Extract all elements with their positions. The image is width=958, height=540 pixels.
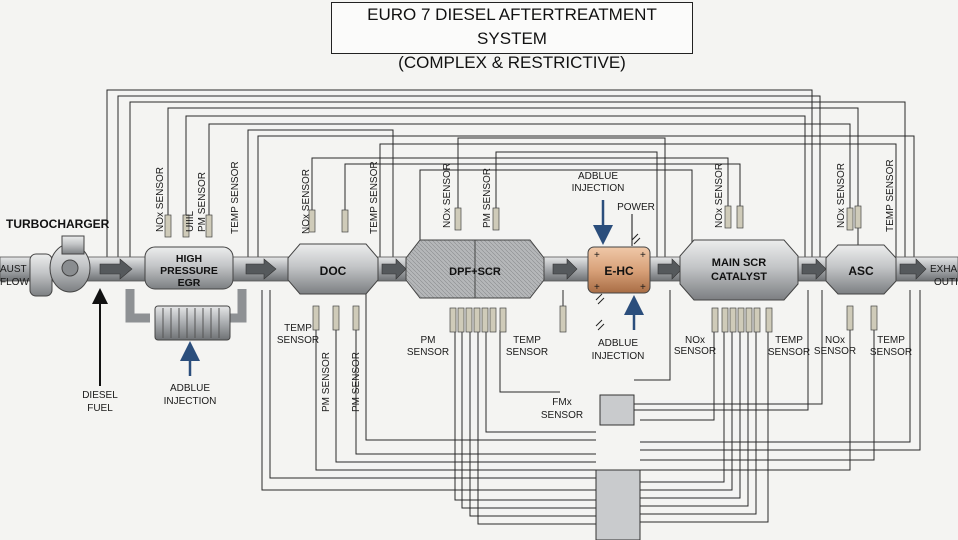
main-scr-unit [679, 239, 799, 301]
dpf-pm-label-2: SENSOR [407, 347, 449, 358]
scr-label-2: CATALYST [711, 271, 767, 283]
inlet-label-2: FLOW [0, 277, 29, 288]
adblue-egr-label-1: ADBLUE [170, 383, 210, 394]
adblue-egr-label-2: INJECTION [164, 396, 217, 407]
asc-temp-label-2: SENSOR [870, 347, 912, 358]
dpf-pm-label: PM SENSOR [482, 168, 493, 228]
diesel-label-2: FUEL [87, 403, 113, 414]
title-line-2: (COMPLEX & RESTRICTIVE) [398, 53, 626, 72]
scr-temp-label-2: SENSOR [768, 347, 810, 358]
egr-label-1: HIGH [176, 253, 202, 265]
ehc-label: E-HC [604, 264, 634, 278]
doc-pm-label-2: PM SENSOR [351, 352, 362, 412]
egr-u-label: UIIIL [185, 210, 196, 232]
asc-label: ASC [848, 264, 874, 278]
inlet-label-1: AUST [0, 264, 27, 275]
doc-temp-label: TEMP SENSOR [369, 161, 380, 234]
egr-unit [125, 246, 247, 341]
dpf-label: DPF+SCR [449, 266, 501, 278]
fmx-label-2: SENSOR [541, 410, 583, 421]
asc-nox-label: NOx SENSOR [836, 163, 847, 228]
outlet-label-1: EXHA [930, 264, 958, 275]
adblue-bottom-label-2: INJECTION [592, 351, 645, 362]
doc-pm-label-1: PM SENSOR [321, 352, 332, 412]
turbocharger-label: TURBOCHARGER [6, 217, 110, 231]
asc-unit [825, 244, 897, 295]
wiring-bottom [261, 290, 921, 525]
wire-ticks [595, 233, 641, 331]
asc-nox-label-2: SENSOR [814, 346, 856, 357]
egr-label-2: PRESSURE [160, 265, 218, 277]
scr-nox-label-1: NOx [685, 335, 705, 346]
ehc-unit: + + + + [587, 246, 651, 294]
doc-unit [287, 243, 379, 295]
asc-temp-label: TEMP SENSOR [885, 159, 896, 232]
svg-text:+: + [640, 250, 646, 261]
scr-label-1: MAIN SCR [712, 257, 766, 269]
dpf-temp-label-1: TEMP [513, 335, 541, 346]
wiring-top [106, 89, 915, 268]
dpf-nox-label: NOx SENSOR [442, 163, 453, 228]
doc-temp-label-2: SENSOR [277, 335, 319, 346]
egr-nox-label: NOx SENSOR [155, 167, 166, 232]
title-box: EURO 7 DIESEL AFTERTREATMENT SYSTEM (COM… [331, 2, 693, 72]
flow-arrows [99, 258, 927, 280]
fmx-sensor-box [599, 394, 635, 426]
turbocharger [29, 235, 91, 297]
dpf-temp-label-2: SENSOR [506, 347, 548, 358]
svg-text:+: + [594, 282, 600, 293]
outlet-label-2: OUTI [934, 277, 958, 288]
fmx-label-1: FMx [552, 397, 571, 408]
sensor-probes-top [164, 205, 862, 238]
ecu-box [595, 469, 641, 540]
svg-text:+: + [640, 282, 646, 293]
power-label: POWER [617, 202, 655, 213]
adblue-top-label-2: INJECTION [572, 183, 625, 194]
svg-text:+: + [594, 250, 600, 261]
doc-temp-label-1: TEMP [284, 323, 312, 334]
dpf-pm-label-1: PM [421, 335, 436, 346]
adblue-top-label-1: ADBLUE [578, 171, 618, 182]
scr-temp-label-1: TEMP [775, 335, 803, 346]
asc-nox-label-1: NOx [825, 335, 845, 346]
diesel-label-1: DIESEL [82, 390, 118, 401]
asc-temp-label-1: TEMP [877, 335, 905, 346]
doc-nox-label: NOx SENSOR [301, 169, 312, 234]
scr-nox-label-2: SENSOR [674, 346, 716, 357]
title-line-1: EURO 7 DIESEL AFTERTREATMENT SYSTEM [367, 5, 657, 48]
doc-label: DOC [320, 264, 347, 278]
egr-pm-label: PM SENSOR [197, 172, 208, 232]
sensor-probes-bottom [312, 305, 878, 333]
dpf-scr-unit [405, 239, 545, 299]
egr-temp-label: TEMP SENSOR [230, 161, 241, 234]
scr-nox-label: NOx SENSOR [714, 163, 725, 228]
adblue-bottom-label-1: ADBLUE [598, 338, 638, 349]
egr-label-3: EGR [178, 277, 201, 289]
